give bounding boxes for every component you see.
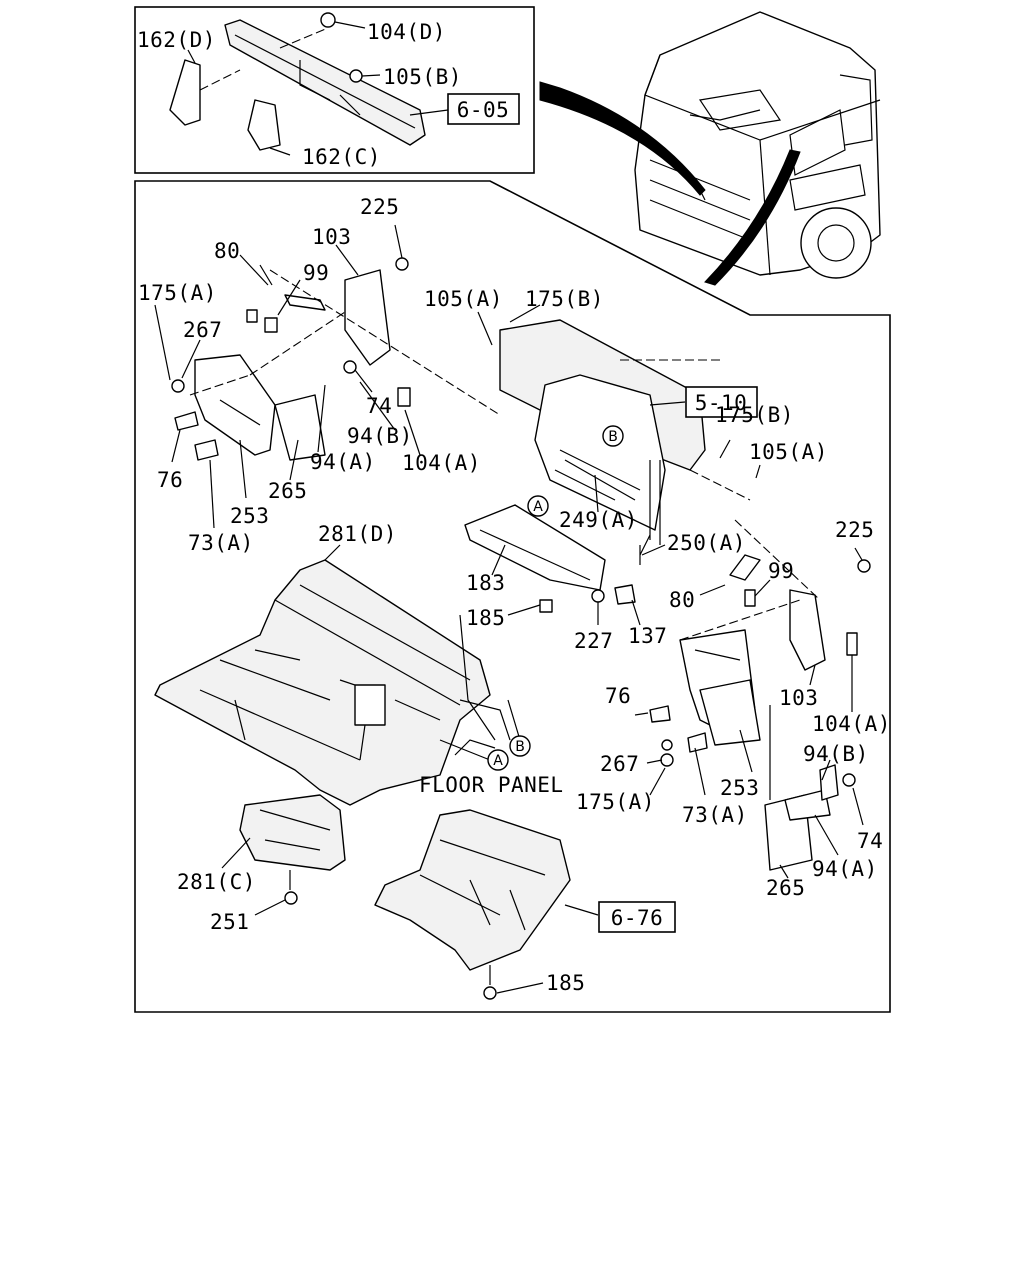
label-250a: 250(A) [667, 531, 746, 555]
ref-6-05: 6-05 [457, 98, 510, 122]
circle-label-b2: B [515, 739, 525, 755]
label-94b-left: 94(B) [347, 424, 413, 448]
label-162d: 162(D) [137, 28, 216, 52]
ref-6-76: 6-76 [611, 906, 664, 930]
label-162c: 162(C) [302, 145, 381, 169]
label-183: 183 [466, 571, 505, 595]
ref-5-10: 5-10 [695, 391, 748, 415]
detail-frame-top [134, 6, 535, 174]
label-76-right: 76 [605, 684, 631, 708]
label-175b-mid: 175(B) [525, 287, 604, 311]
label-265-left: 265 [268, 479, 307, 503]
label-175a-left: 175(A) [138, 281, 217, 305]
left-mudflap-assembly [171, 257, 501, 461]
front-panel-assembly [499, 319, 751, 556]
label-185-bottom: 185 [546, 971, 585, 995]
floor-panel [154, 559, 511, 806]
label-227: 227 [574, 629, 613, 653]
label-99-right: 99 [768, 559, 794, 583]
label-104a-right: 104(A) [812, 712, 891, 736]
label-104d: 104(D) [367, 20, 446, 44]
label-105a-mid: 105(A) [424, 287, 503, 311]
label-103-right: 103 [779, 686, 818, 710]
label-137: 137 [628, 624, 667, 648]
label-253-right: 253 [720, 776, 759, 800]
label-103-left: 103 [312, 225, 351, 249]
label-281d: 281(D) [318, 522, 397, 546]
label-99-left: 99 [303, 261, 329, 285]
label-74-right: 74 [857, 829, 883, 853]
label-267-right: 267 [600, 752, 639, 776]
label-105a-right: 105(A) [749, 440, 828, 464]
reference-boxes: 6-05 5-10 6-76 [447, 93, 758, 933]
label-105b-top: 105(B) [383, 65, 462, 89]
label-74-left: 74 [366, 394, 392, 418]
label-185-mid: 185 [466, 606, 505, 630]
label-73a-right: 73(A) [682, 803, 748, 827]
top-detail-assembly [169, 12, 449, 156]
circled-callouts: B A A B [487, 425, 624, 771]
floor-bracket-assembly [464, 469, 641, 613]
label-281c: 281(C) [177, 870, 256, 894]
label-175a-right: 175(A) [576, 790, 655, 814]
label-73a-left: 73(A) [188, 531, 254, 555]
circle-label-a1: A [533, 499, 543, 515]
label-76-left: 76 [157, 468, 183, 492]
circle-label-b1: B [608, 429, 618, 445]
leader-lines [154, 224, 864, 994]
circle-label-a2: A [493, 753, 503, 769]
label-249a: 249(A) [559, 508, 638, 532]
label-265-right: 265 [766, 876, 805, 900]
label-94a-left: 94(A) [310, 450, 376, 474]
label-175b-right: 175(B) [715, 403, 794, 427]
label-94a-right: 94(A) [812, 857, 878, 881]
label-104a-left: 104(A) [402, 451, 481, 475]
label-225-left: 225 [360, 195, 399, 219]
tunnel-cover [239, 794, 346, 905]
label-253-left: 253 [230, 504, 269, 528]
label-80-right: 80 [669, 588, 695, 612]
right-mudflap-assembly [649, 519, 871, 871]
label-251: 251 [210, 910, 249, 934]
truck-cab-illustration [539, 11, 881, 286]
part-labels: 162(D) 104(D) 105(B) 162(C) 225 103 80 9… [137, 20, 891, 995]
main-frame [134, 180, 891, 1013]
label-267-left: 267 [183, 318, 222, 342]
label-80-left: 80 [214, 239, 240, 263]
label-225-right: 225 [835, 518, 874, 542]
rear-floor-panel [374, 809, 571, 1000]
label-floor-panel: FLOOR PANEL [419, 773, 564, 797]
label-94b-right: 94(B) [803, 742, 869, 766]
